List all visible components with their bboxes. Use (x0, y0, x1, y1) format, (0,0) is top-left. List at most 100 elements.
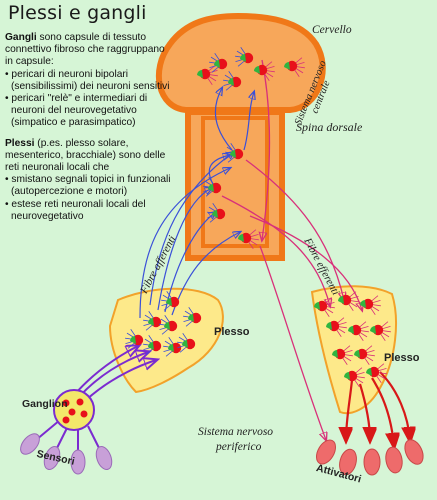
neuron (284, 57, 305, 78)
label-plesso-right: Plesso (384, 352, 420, 364)
afferent-fibre (157, 188, 212, 311)
synapse (284, 62, 290, 70)
sensory-fibre (87, 425, 101, 451)
synapse (148, 318, 154, 326)
sensory-fibre (55, 425, 69, 451)
gangli-item: • pericari di neuroni bipolari (sensibil… (5, 68, 170, 92)
synapse (344, 372, 350, 380)
label-pns-line1: Sistema nervoso (198, 426, 274, 438)
synapse (240, 54, 246, 62)
synapse (348, 326, 354, 334)
label-plesso-left: Plesso (214, 326, 250, 338)
synapse (354, 350, 360, 358)
neuron (314, 297, 335, 318)
ganglion-cell (62, 416, 70, 424)
synapse (166, 298, 172, 306)
synapse (238, 234, 244, 242)
label-pns-line2: periferico (216, 441, 262, 453)
actuators (316, 439, 424, 476)
neuron (125, 328, 144, 349)
synapse (208, 184, 214, 192)
neuron (177, 332, 196, 353)
actuator (339, 448, 357, 476)
ganglion-cell (80, 410, 88, 418)
afferent-fibre (243, 92, 254, 151)
synapse (360, 300, 366, 308)
label-ganglion: Ganglion (22, 398, 68, 410)
synapse (182, 340, 188, 348)
brain-shape (155, 12, 326, 113)
neuron (197, 65, 218, 86)
sensor (43, 445, 61, 471)
neuron (326, 317, 347, 338)
neuron (238, 229, 259, 250)
neuron (370, 321, 391, 342)
neuron (354, 345, 375, 366)
gangli-item: • pericari "relè" e intermediari di neur… (5, 93, 148, 129)
plessi-term: Plessi (5, 137, 35, 149)
gangli-term: Gangli (5, 32, 37, 43)
motor-fibre (358, 383, 370, 440)
neuron (225, 142, 244, 163)
sensors (20, 433, 113, 475)
motor-fibre (346, 379, 354, 440)
synapse (366, 368, 372, 376)
sensory-fibre (85, 360, 156, 401)
plessi-item: • smistano segnali topici in funzionali … (5, 174, 171, 198)
neuron (209, 52, 228, 73)
neuron (183, 306, 202, 327)
synapse (338, 296, 344, 304)
neuron (223, 70, 242, 91)
neuron (143, 334, 162, 355)
synapse (168, 344, 174, 352)
spinal-cord-inner (201, 116, 269, 248)
synapse (130, 336, 136, 344)
gangli-description: sono capsule di tessuto connettivo fibro… (5, 32, 165, 68)
synapse (148, 342, 154, 350)
efferent-fibre (259, 245, 326, 440)
synapse (188, 314, 194, 322)
synapse (370, 326, 376, 334)
actuator (316, 439, 336, 465)
ganglion (53, 389, 95, 431)
neuron (360, 295, 381, 316)
afferent-fibre (149, 152, 234, 306)
synapse (212, 210, 218, 218)
efferent-fibre (221, 195, 330, 306)
motor-fibre (379, 371, 410, 440)
neuron (161, 290, 180, 311)
sensor (95, 445, 113, 471)
intro-text: Gangli sono capsule di tessuto connettiv… (5, 32, 175, 223)
neuron (366, 363, 387, 384)
synapse (314, 302, 320, 310)
plessi-description: (p.es. plesso solare, mesenterico, bracc… (5, 137, 166, 174)
motor-fibre (371, 377, 394, 446)
neuron (332, 345, 353, 366)
synapse (254, 66, 260, 74)
neuron (344, 367, 365, 388)
sensor (20, 433, 40, 455)
synapse (197, 70, 203, 78)
synapse (214, 60, 220, 68)
label-spina-dorsale: Spina dorsale (296, 120, 363, 134)
neuron (163, 336, 182, 357)
ganglion-cell (68, 408, 76, 416)
ganglion-cell (76, 398, 84, 406)
actuator (363, 448, 381, 476)
neuron (143, 310, 162, 331)
neuron-layer (125, 46, 391, 388)
actuator (404, 439, 424, 465)
neuron (203, 176, 222, 197)
neuron (348, 321, 369, 342)
sensor (70, 449, 86, 475)
afferent-fibre (214, 88, 233, 151)
plessi-paragraph: Plessi (p.es. plesso solare, mesenterico… (5, 138, 175, 223)
sensory-fibre (35, 419, 61, 441)
neuron (254, 61, 275, 82)
neuron (235, 46, 254, 67)
synapse (326, 322, 332, 330)
synapse (228, 78, 234, 86)
synapse (332, 350, 338, 358)
gangli-paragraph: Gangli sono capsule di tessuto connettiv… (5, 32, 175, 130)
